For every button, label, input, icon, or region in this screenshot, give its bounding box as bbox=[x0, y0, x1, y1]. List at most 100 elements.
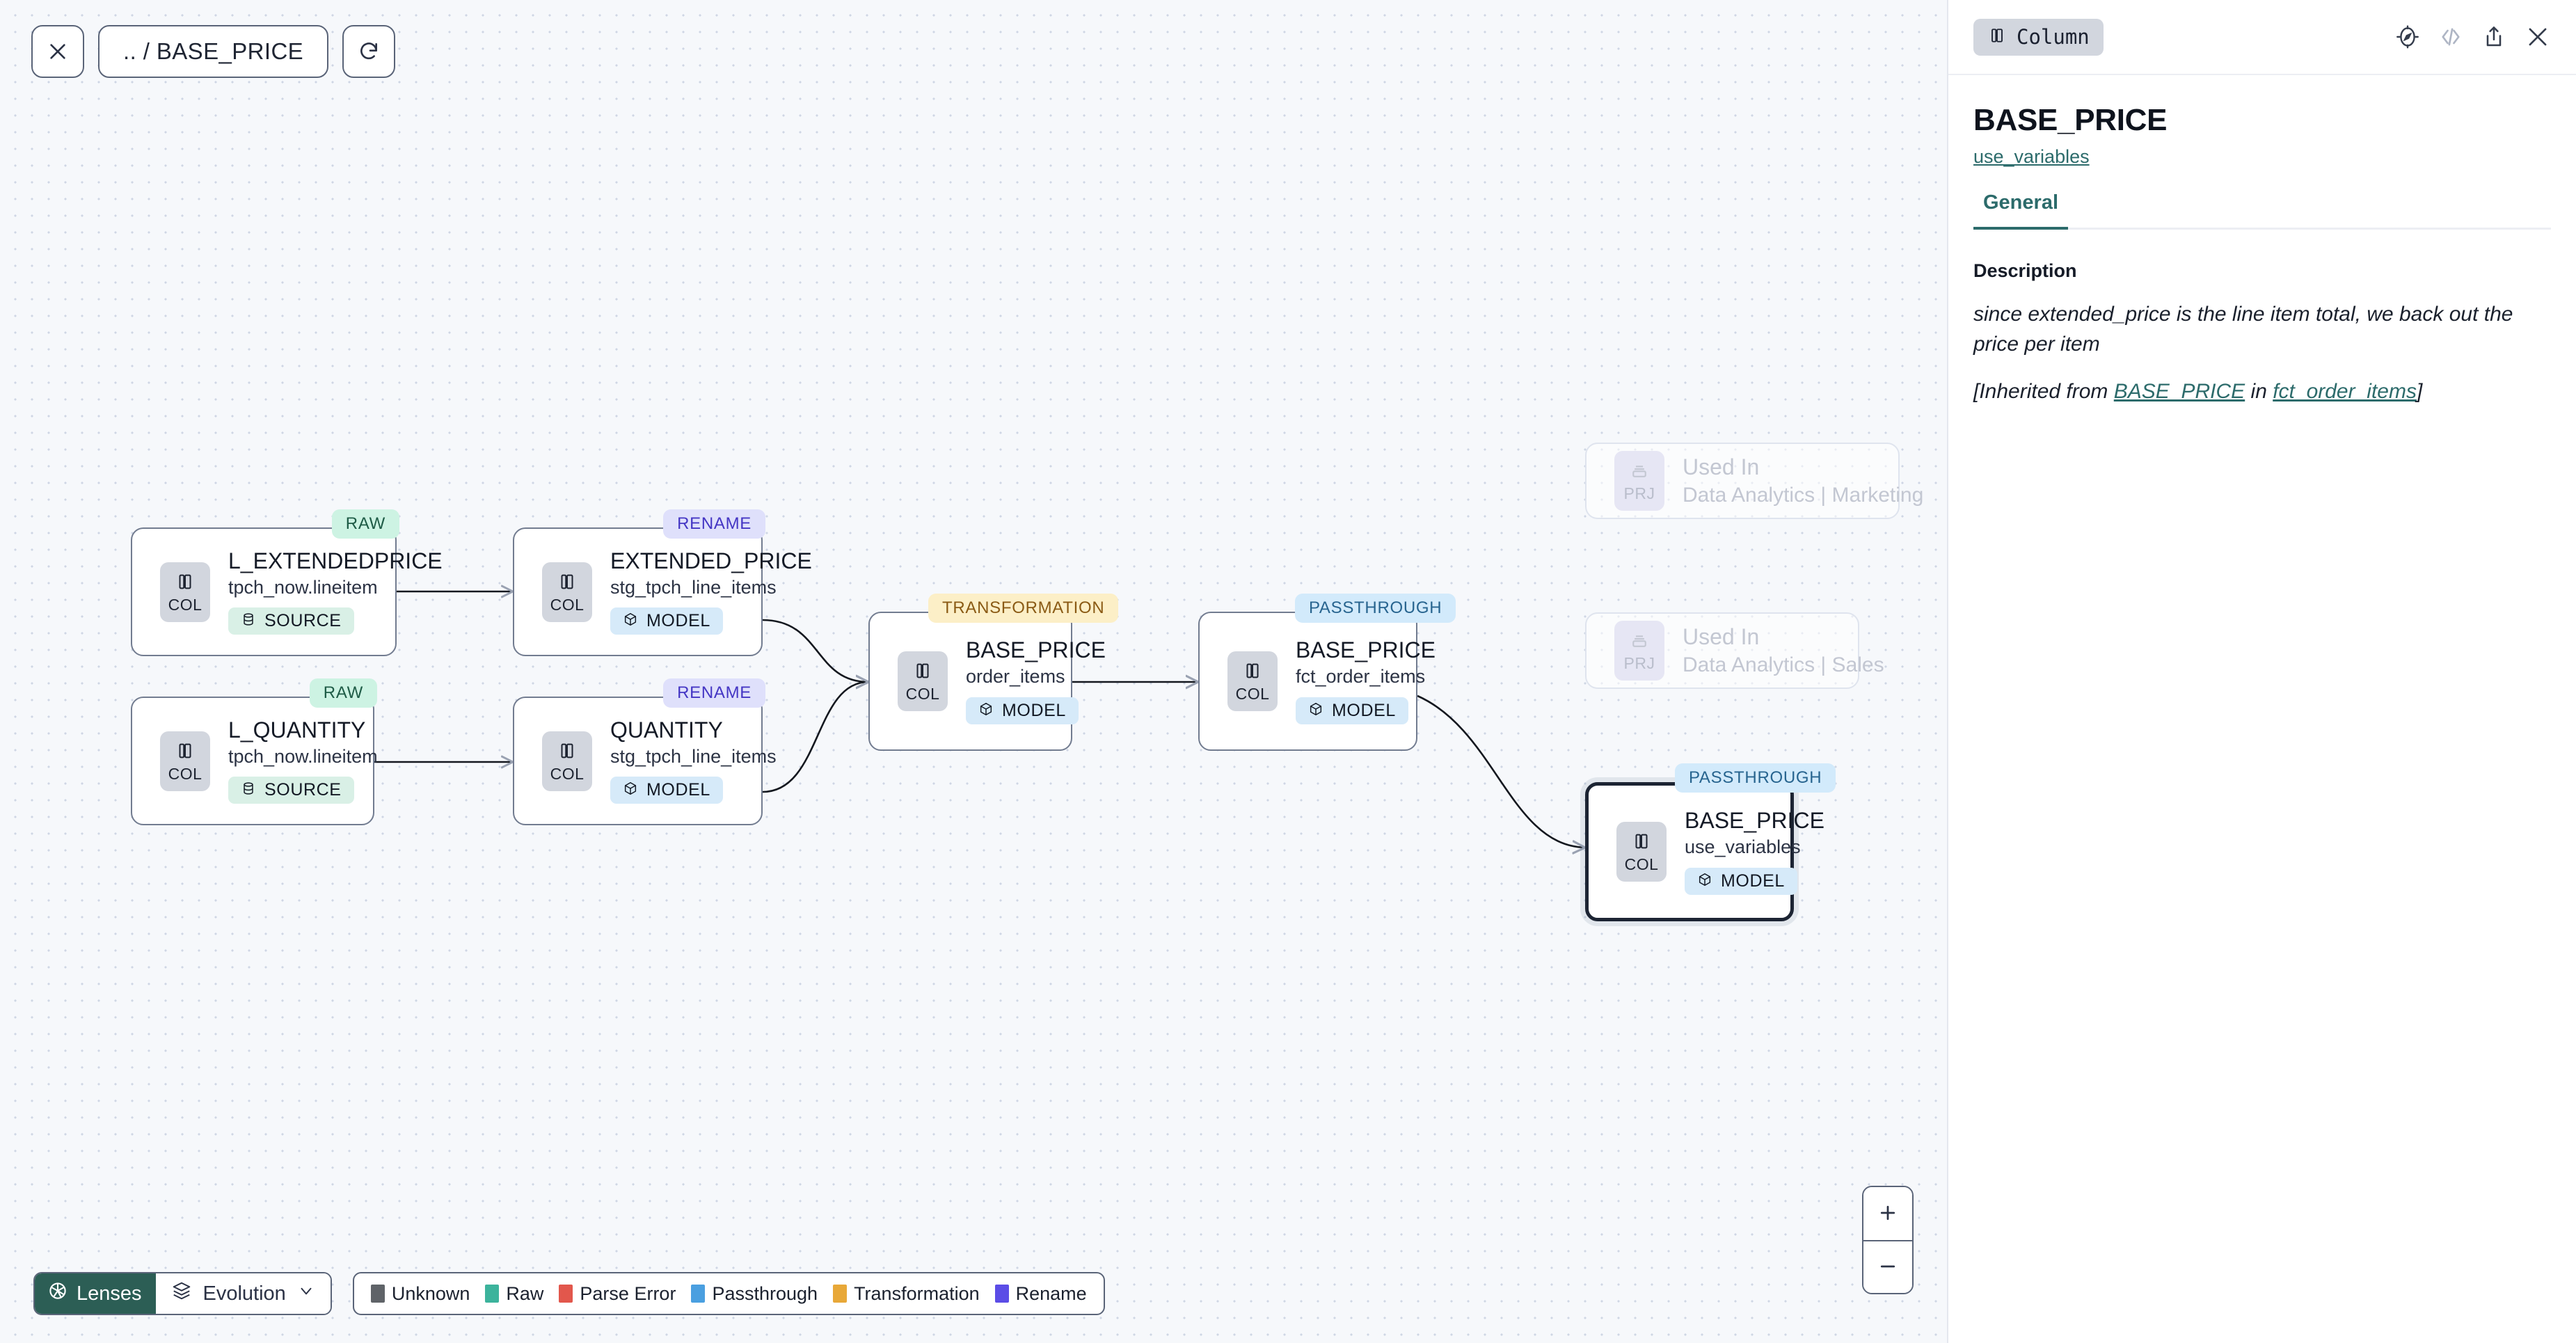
evolution-label: Evolution bbox=[202, 1282, 286, 1305]
used-in-node-sales-card[interactable]: PRJ Used In Data Analytics | Sales bbox=[1585, 612, 1884, 689]
node-subtitle: order_items bbox=[966, 666, 1065, 688]
materialization-label: MODEL bbox=[646, 611, 710, 631]
lineage-node-base-price-fct-order-items[interactable]: PASSTHROUGH COL BASE_PRICE fct_order_ite… bbox=[1198, 594, 1456, 751]
col-chip-label: COL bbox=[1624, 855, 1659, 873]
code-icon[interactable] bbox=[2438, 24, 2463, 49]
lineage-node-quantity[interactable]: RENAME COL QUANTITY stg_tpch_line_items bbox=[513, 678, 777, 825]
col-chip-label: COL bbox=[1235, 685, 1270, 703]
layers-icon bbox=[171, 1280, 192, 1307]
lineage-legend: Unknown Raw Parse Error Passthrough Tran… bbox=[352, 1272, 1105, 1315]
used-in-title: Used In bbox=[1683, 454, 1760, 479]
col-chip: COL bbox=[542, 562, 592, 622]
project-icon bbox=[1629, 460, 1650, 484]
materialization-badge: MODEL bbox=[610, 777, 723, 804]
node-type-badge: RAW bbox=[309, 678, 377, 708]
tab-general[interactable]: General bbox=[1973, 191, 2068, 230]
panel-tabs: General bbox=[1973, 191, 2551, 230]
canvas-bottom-bar: Lenses Evolution bbox=[33, 1272, 1105, 1315]
lineage-node-l-quantity[interactable]: RAW COL L_QUANTITY tpch_now.lineitem bbox=[131, 678, 378, 825]
legend-item-passthrough: Passthrough bbox=[691, 1283, 818, 1305]
materialization-label: MODEL bbox=[1332, 700, 1396, 720]
materialization-label: MODEL bbox=[646, 780, 710, 800]
compass-icon[interactable] bbox=[2395, 24, 2420, 49]
used-in-subtitle: Data Analytics | Sales bbox=[1683, 653, 1884, 677]
used-in-body: Used In Data Analytics | Sales bbox=[1683, 624, 1905, 677]
materialization-badge: MODEL bbox=[1296, 697, 1408, 724]
inherited-prefix: [Inherited from bbox=[1973, 380, 2114, 404]
lineage-node-base-price-use-variables[interactable]: PASSTHROUGH COL BASE_PRICE use_variables bbox=[1585, 763, 1836, 921]
prj-chip: PRJ bbox=[1614, 451, 1664, 511]
entity-kind-badge: Column bbox=[1973, 18, 2104, 56]
cube-icon bbox=[1697, 872, 1712, 891]
parent-model-link-wrap: use_variables bbox=[1948, 138, 2576, 168]
legend-swatch bbox=[691, 1285, 706, 1303]
parent-model-link[interactable]: use_variables bbox=[1973, 146, 2090, 167]
node-subtitle: use_variables bbox=[1685, 836, 1801, 858]
legend-item-rename: Rename bbox=[994, 1282, 1087, 1305]
node-body: L_QUANTITY tpch_now.lineitem SOURCE bbox=[228, 717, 399, 804]
lenses-button[interactable]: Lenses bbox=[35, 1273, 156, 1314]
plus-icon bbox=[1877, 1202, 1898, 1225]
used-in-node-marketing-card[interactable]: PRJ Used In Data Analytics | Marketing bbox=[1585, 443, 1923, 519]
lens-control-group: Lenses Evolution bbox=[33, 1272, 332, 1315]
prj-chip: PRJ bbox=[1614, 621, 1664, 681]
used-in-body: Used In Data Analytics | Marketing bbox=[1683, 454, 1944, 507]
minus-icon bbox=[1877, 1256, 1898, 1279]
inherited-middle: in bbox=[2245, 380, 2273, 404]
legend-swatch bbox=[559, 1285, 573, 1303]
breadcrumb[interactable]: .. / BASE_PRICE bbox=[98, 25, 329, 78]
legend-item-parse-error: Parse Error bbox=[559, 1283, 676, 1305]
evolution-dropdown[interactable]: Evolution bbox=[155, 1273, 331, 1314]
legend-item-raw: Raw bbox=[485, 1283, 543, 1305]
column-icon bbox=[1631, 831, 1652, 855]
page-title: BASE_PRICE bbox=[1973, 103, 2168, 137]
inherited-model-link[interactable]: fct_order_items bbox=[2273, 380, 2417, 404]
column-icon bbox=[1242, 660, 1263, 685]
column-icon bbox=[1987, 26, 2007, 49]
database-icon bbox=[241, 781, 256, 800]
col-chip-label: COL bbox=[550, 764, 585, 783]
legend-label: Unknown bbox=[391, 1282, 470, 1304]
inherited-suffix: ] bbox=[2416, 380, 2423, 404]
node-type-badge: RAW bbox=[331, 509, 399, 539]
node-title: L_EXTENDEDPRICE bbox=[228, 548, 443, 573]
node-body: BASE_PRICE order_items MODEL bbox=[966, 637, 1127, 724]
lenses-label: Lenses bbox=[77, 1282, 142, 1305]
lineage-node-extended-price[interactable]: RENAME COL EXTENDED_PRICE stg_tpch_line_… bbox=[513, 509, 812, 656]
zoom-out-button[interactable] bbox=[1863, 1240, 1912, 1293]
node-title: BASE_PRICE bbox=[1685, 808, 1824, 834]
cube-icon bbox=[978, 701, 994, 720]
column-icon bbox=[175, 740, 196, 765]
details-panel-header: Column bbox=[1948, 0, 2576, 75]
node-title: L_QUANTITY bbox=[228, 717, 366, 742]
breadcrumb-label: .. / BASE_PRICE bbox=[123, 38, 304, 64]
description-text: since extended_price is the line item to… bbox=[1973, 303, 2513, 356]
node-type-badge: PASSTHROUGH bbox=[1675, 763, 1836, 793]
materialization-badge: MODEL bbox=[1685, 867, 1797, 895]
col-chip-label: COL bbox=[905, 685, 940, 703]
materialization-badge: SOURCE bbox=[228, 777, 354, 804]
legend-label: Rename bbox=[1015, 1282, 1087, 1304]
close-graph-button[interactable] bbox=[31, 25, 84, 78]
close-icon bbox=[47, 40, 69, 63]
legend-label: Parse Error bbox=[580, 1282, 676, 1304]
node-body: BASE_PRICE fct_order_items MODEL bbox=[1296, 637, 1456, 724]
close-icon[interactable] bbox=[2525, 24, 2551, 50]
used-in-subtitle: Data Analytics | Marketing bbox=[1683, 484, 1924, 507]
zoom-in-button[interactable] bbox=[1863, 1187, 1912, 1240]
refresh-button[interactable] bbox=[342, 25, 396, 78]
inherited-column-link[interactable]: BASE_PRICE bbox=[2113, 380, 2245, 404]
materialization-label: MODEL bbox=[1002, 700, 1066, 720]
lineage-canvas[interactable]: .. / BASE_PRICE bbox=[0, 0, 1947, 1343]
node-subtitle: stg_tpch_line_items bbox=[610, 745, 777, 767]
col-chip: COL bbox=[160, 731, 210, 791]
column-icon bbox=[175, 571, 196, 596]
lineage-node-base-price-order-items[interactable]: TRANSFORMATION COL BASE_PRICE order_item… bbox=[868, 594, 1119, 751]
share-icon[interactable] bbox=[2481, 24, 2506, 49]
lineage-node-l-extendedprice[interactable]: RAW COL L_EXTENDEDPRICE tpch_now.lineite… bbox=[131, 509, 443, 656]
node-subtitle: tpch_now.lineitem bbox=[228, 745, 378, 767]
cube-icon bbox=[623, 612, 638, 630]
col-chip: COL bbox=[160, 562, 210, 622]
canvas-toolbar: .. / BASE_PRICE bbox=[31, 25, 396, 78]
